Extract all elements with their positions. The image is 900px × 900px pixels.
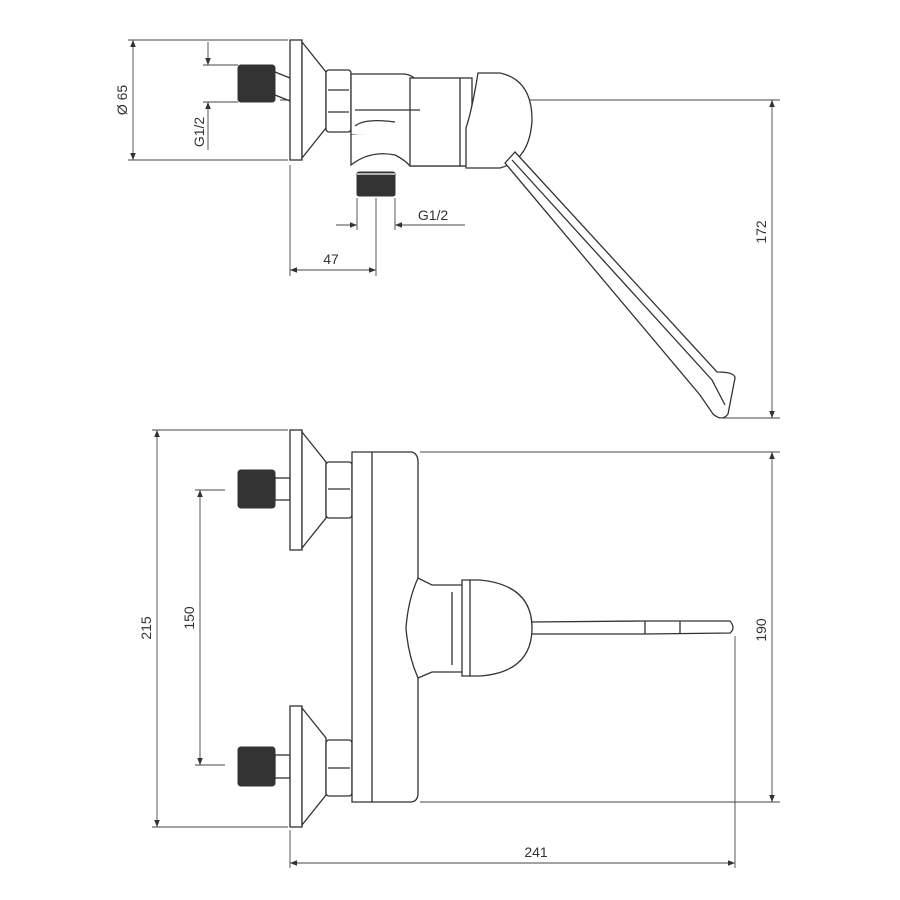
dim-inlet-thread: G1/2 bbox=[191, 42, 238, 150]
dim-label-outlet-offset: 47 bbox=[323, 251, 339, 267]
dim-label-height-to-lever: 172 bbox=[753, 220, 769, 244]
dim-projection: 241 bbox=[289, 636, 736, 868]
dim-label-projection: 241 bbox=[524, 844, 548, 860]
dim-label-outlet-thread: G1/2 bbox=[418, 207, 449, 223]
front-view: 215 150 190 241 bbox=[138, 429, 780, 868]
inlet-thread-fitting bbox=[237, 64, 276, 103]
dim-label-total-height: 215 bbox=[138, 616, 154, 640]
lever-handle bbox=[465, 72, 736, 419]
dim-label-inlet-spacing: 150 bbox=[181, 606, 197, 630]
lever-handle-front bbox=[405, 577, 734, 679]
dim-inlet-spacing: 150 bbox=[181, 489, 225, 766]
lower-inlet bbox=[237, 705, 353, 828]
dim-label-body-height: 190 bbox=[753, 618, 769, 642]
mixer-body bbox=[350, 73, 473, 167]
wall-flange bbox=[289, 39, 327, 161]
dim-outlet-offset: 47 bbox=[289, 165, 377, 276]
dim-outlet-thread: G1/2 bbox=[336, 198, 465, 230]
dim-height-to-lever: 172 bbox=[720, 100, 780, 419]
side-view: Ø 65 G1/2 G1/2 47 172 bbox=[114, 39, 780, 419]
dim-flange-diameter: Ø 65 bbox=[114, 39, 288, 161]
upper-inlet bbox=[237, 429, 353, 551]
outlet-thread-fitting bbox=[356, 171, 396, 197]
dim-label-inlet-thread: G1/2 bbox=[191, 117, 207, 148]
dim-label-flange-diameter: Ø 65 bbox=[114, 85, 130, 116]
hex-nut bbox=[325, 69, 352, 133]
dim-body-height: 190 bbox=[420, 451, 780, 803]
mixer-body-front bbox=[351, 451, 419, 803]
dim-total-height: 215 bbox=[138, 429, 288, 828]
